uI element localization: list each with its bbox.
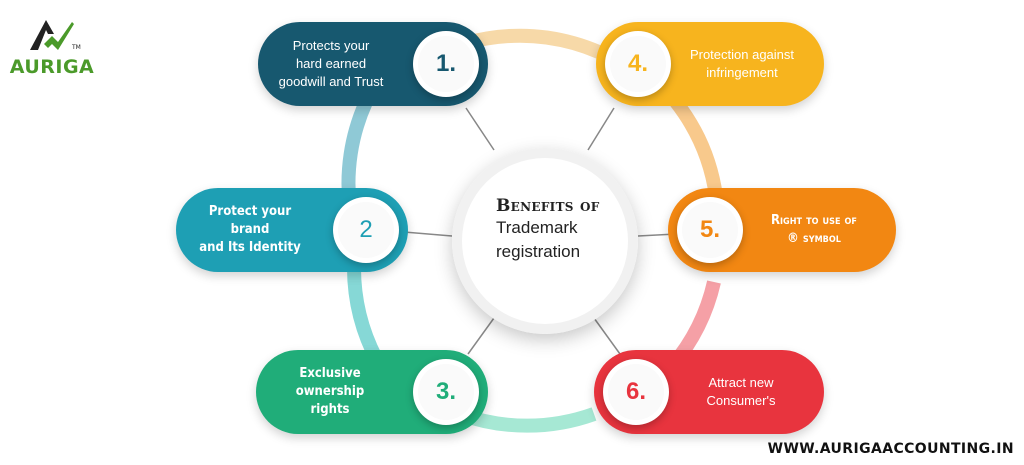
- center-line-1: Trademark: [496, 218, 578, 237]
- connector-3: [467, 317, 495, 355]
- auriga-logo-icon: [30, 20, 74, 50]
- brand-name: AURIGA: [9, 56, 95, 78]
- auriga-logo: TM AURIGA: [6, 6, 98, 86]
- website-url: WWW.AURIGAACCOUNTING.IN: [767, 441, 1014, 457]
- benefit-1-text: Protects your hard earned goodwill and T…: [278, 38, 384, 89]
- center-line-2: registration: [496, 242, 581, 261]
- trademark-mark: TM: [72, 44, 81, 51]
- benefit-4-number: 4.: [610, 36, 666, 92]
- benefit-6: 6. Attract new Consumer's: [594, 350, 824, 434]
- benefit-4-text: Protection against infringement: [689, 47, 795, 80]
- benefit-2-number: 2: [338, 202, 394, 258]
- benefit-6-number: 6.: [608, 364, 664, 420]
- connector-2: [403, 231, 453, 237]
- ring-arc-upper-right: [670, 97, 723, 198]
- benefit-5: 5. Right to use of ® symbol: [668, 188, 896, 272]
- benefit-3-text: Exclusive ownership rights: [295, 366, 365, 417]
- benefit-5-number: 5.: [682, 202, 738, 258]
- center-title: Benefits of: [496, 196, 600, 216]
- benefit-6-text: Attract new Consumer's: [706, 375, 776, 408]
- benefit-1-number: 1.: [418, 36, 474, 92]
- benefit-5-text: Right to use of ® symbol: [771, 213, 857, 246]
- benefit-1: Protects your hard earned goodwill and T…: [258, 22, 488, 106]
- benefit-6-badge: 6.: [603, 359, 669, 425]
- benefit-3: Exclusive ownership rights 3.: [256, 350, 488, 434]
- benefit-2-badge: 2: [333, 197, 399, 263]
- center-circle: Benefits of Trademark registration: [452, 148, 638, 334]
- center-label: Benefits of Trademark registration: [496, 196, 616, 264]
- benefit-3-badge: 3.: [413, 359, 479, 425]
- connector-4: [587, 107, 615, 151]
- benefit-5-badge: 5.: [677, 197, 743, 263]
- connector-6: [593, 317, 621, 355]
- benefit-3-number: 3.: [418, 364, 474, 420]
- benefit-4-badge: 4.: [605, 31, 671, 97]
- connector-1: [465, 107, 495, 151]
- benefit-4: 4. Protection against infringement: [596, 22, 824, 106]
- benefit-2-text: Protect your brand and Its Identity: [199, 204, 301, 255]
- benefit-1-badge: 1.: [413, 31, 479, 97]
- ring-arc-lower-left: [347, 267, 385, 366]
- benefit-2: Protect your brand and Its Identity 2: [176, 188, 408, 272]
